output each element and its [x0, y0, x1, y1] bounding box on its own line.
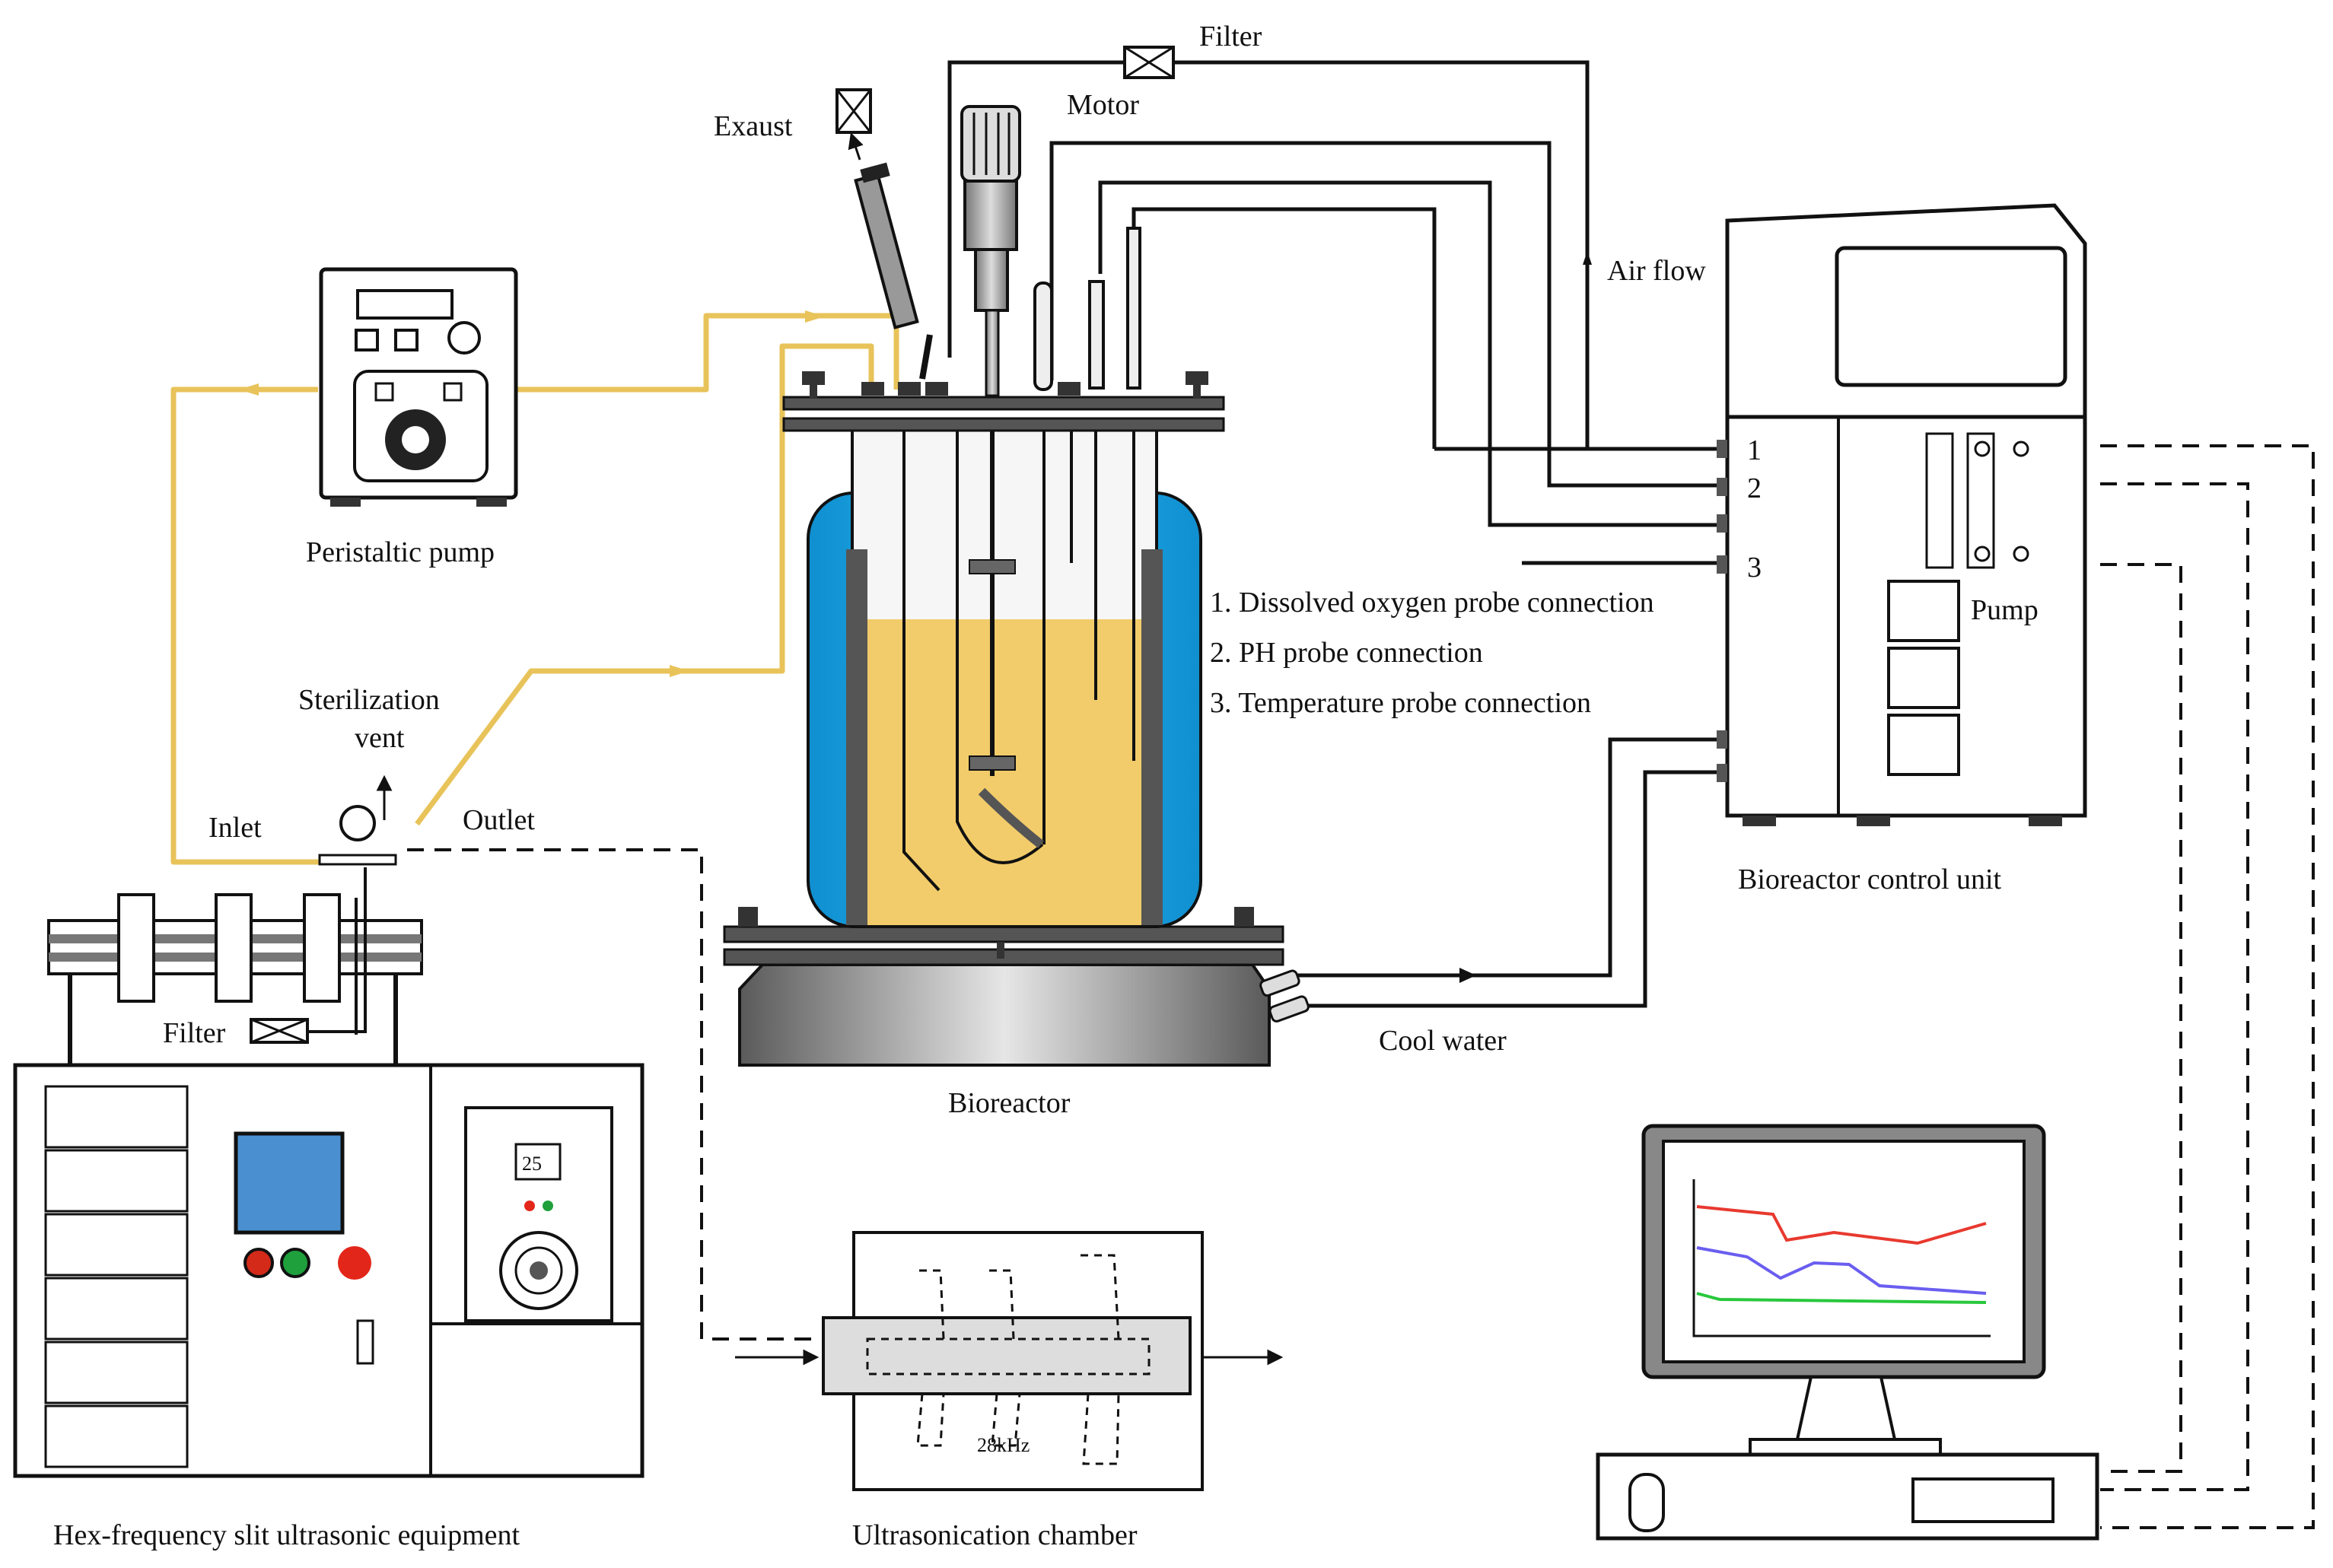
air-flow-arrow: [1583, 251, 1592, 265]
probe-legend-2: 2. PH probe connection: [1210, 637, 1483, 669]
monitor-trace-blue: [1696, 1246, 1987, 1295]
gas-probe-lines: [947, 60, 1720, 565]
label-exhaust: Exaust: [714, 110, 793, 142]
label-inlet: Inlet: [208, 812, 262, 844]
probe-legend-1: 1. Dissolved oxygen probe connection: [1210, 587, 1654, 619]
sterilization-vent: [318, 774, 397, 866]
cooler-display: 25: [522, 1153, 542, 1175]
port-number-2: 2: [1747, 472, 1762, 504]
fluid-inlet-line: [170, 386, 320, 865]
monitor-trace-red: [1696, 1205, 1987, 1245]
filter-top: [1123, 46, 1175, 79]
label-motor: Motor: [1067, 89, 1139, 121]
port-number-1: 1: [1747, 434, 1762, 466]
flow-arrow: [239, 383, 259, 396]
label-hex-equipment: Hex-frequency slit ultrasonic equipment: [53, 1519, 520, 1551]
label-filter-bottom: Filter: [163, 1017, 226, 1049]
flow-arrow: [805, 310, 825, 323]
bioreactor-control-unit: [1717, 203, 2087, 826]
label-control-unit: Bioreactor control unit: [1738, 864, 2002, 895]
port-number-3: 3: [1747, 552, 1762, 584]
exhaust-filter: [835, 88, 872, 134]
label-cool-water: Cool water: [1379, 1025, 1507, 1057]
probe-line-2: [1131, 207, 1437, 449]
probe-legend-3: 3. Temperature probe connection: [1210, 687, 1591, 719]
label-bioreactor: Bioreactor: [948, 1087, 1071, 1119]
exhaust-condenser: [848, 132, 933, 380]
probe-line-1: [1098, 180, 1720, 527]
flow-arrow: [670, 665, 689, 677]
bioreactor: [723, 88, 1310, 1067]
cool-water-lines: [1295, 737, 1720, 1008]
label-air-flow: Air flow: [1607, 255, 1706, 287]
motor: [960, 105, 1021, 776]
culture-medium: [855, 619, 1154, 925]
label-filter-top: Filter: [1199, 21, 1262, 52]
fluid-lines: [170, 310, 899, 865]
label-frequency: 28kHz: [977, 1434, 1030, 1456]
ultrasonication-chamber: [735, 1231, 1284, 1491]
fluid-outlet-line: [415, 343, 874, 826]
filter-bottom: [250, 867, 367, 1044]
peristaltic-pump: [319, 267, 518, 507]
bioreactor-base: [738, 963, 1271, 1067]
label-sterilization: Sterilization: [298, 684, 440, 716]
label-pump: Pump: [1971, 594, 2039, 626]
labels: Filter Motor Exaust Air flow Peristaltic…: [53, 21, 2039, 1551]
ultrasonic-equipment: 25: [13, 774, 645, 1478]
computer: [1596, 1124, 2099, 1541]
cooling-ports: [1259, 969, 1310, 1023]
label-ultrasonication-chamber: Ultrasonication chamber: [852, 1519, 1138, 1551]
label-vent: vent: [355, 722, 405, 754]
motor-line: [1049, 141, 1720, 488]
generator-modules: [44, 1085, 189, 1468]
monitor-trace-green: [1696, 1292, 1987, 1304]
label-peristaltic-pump: Peristaltic pump: [306, 536, 495, 568]
label-outlet: Outlet: [463, 804, 535, 836]
fluid-return-line: [516, 313, 899, 393]
signal-lines: [407, 444, 2315, 1529]
